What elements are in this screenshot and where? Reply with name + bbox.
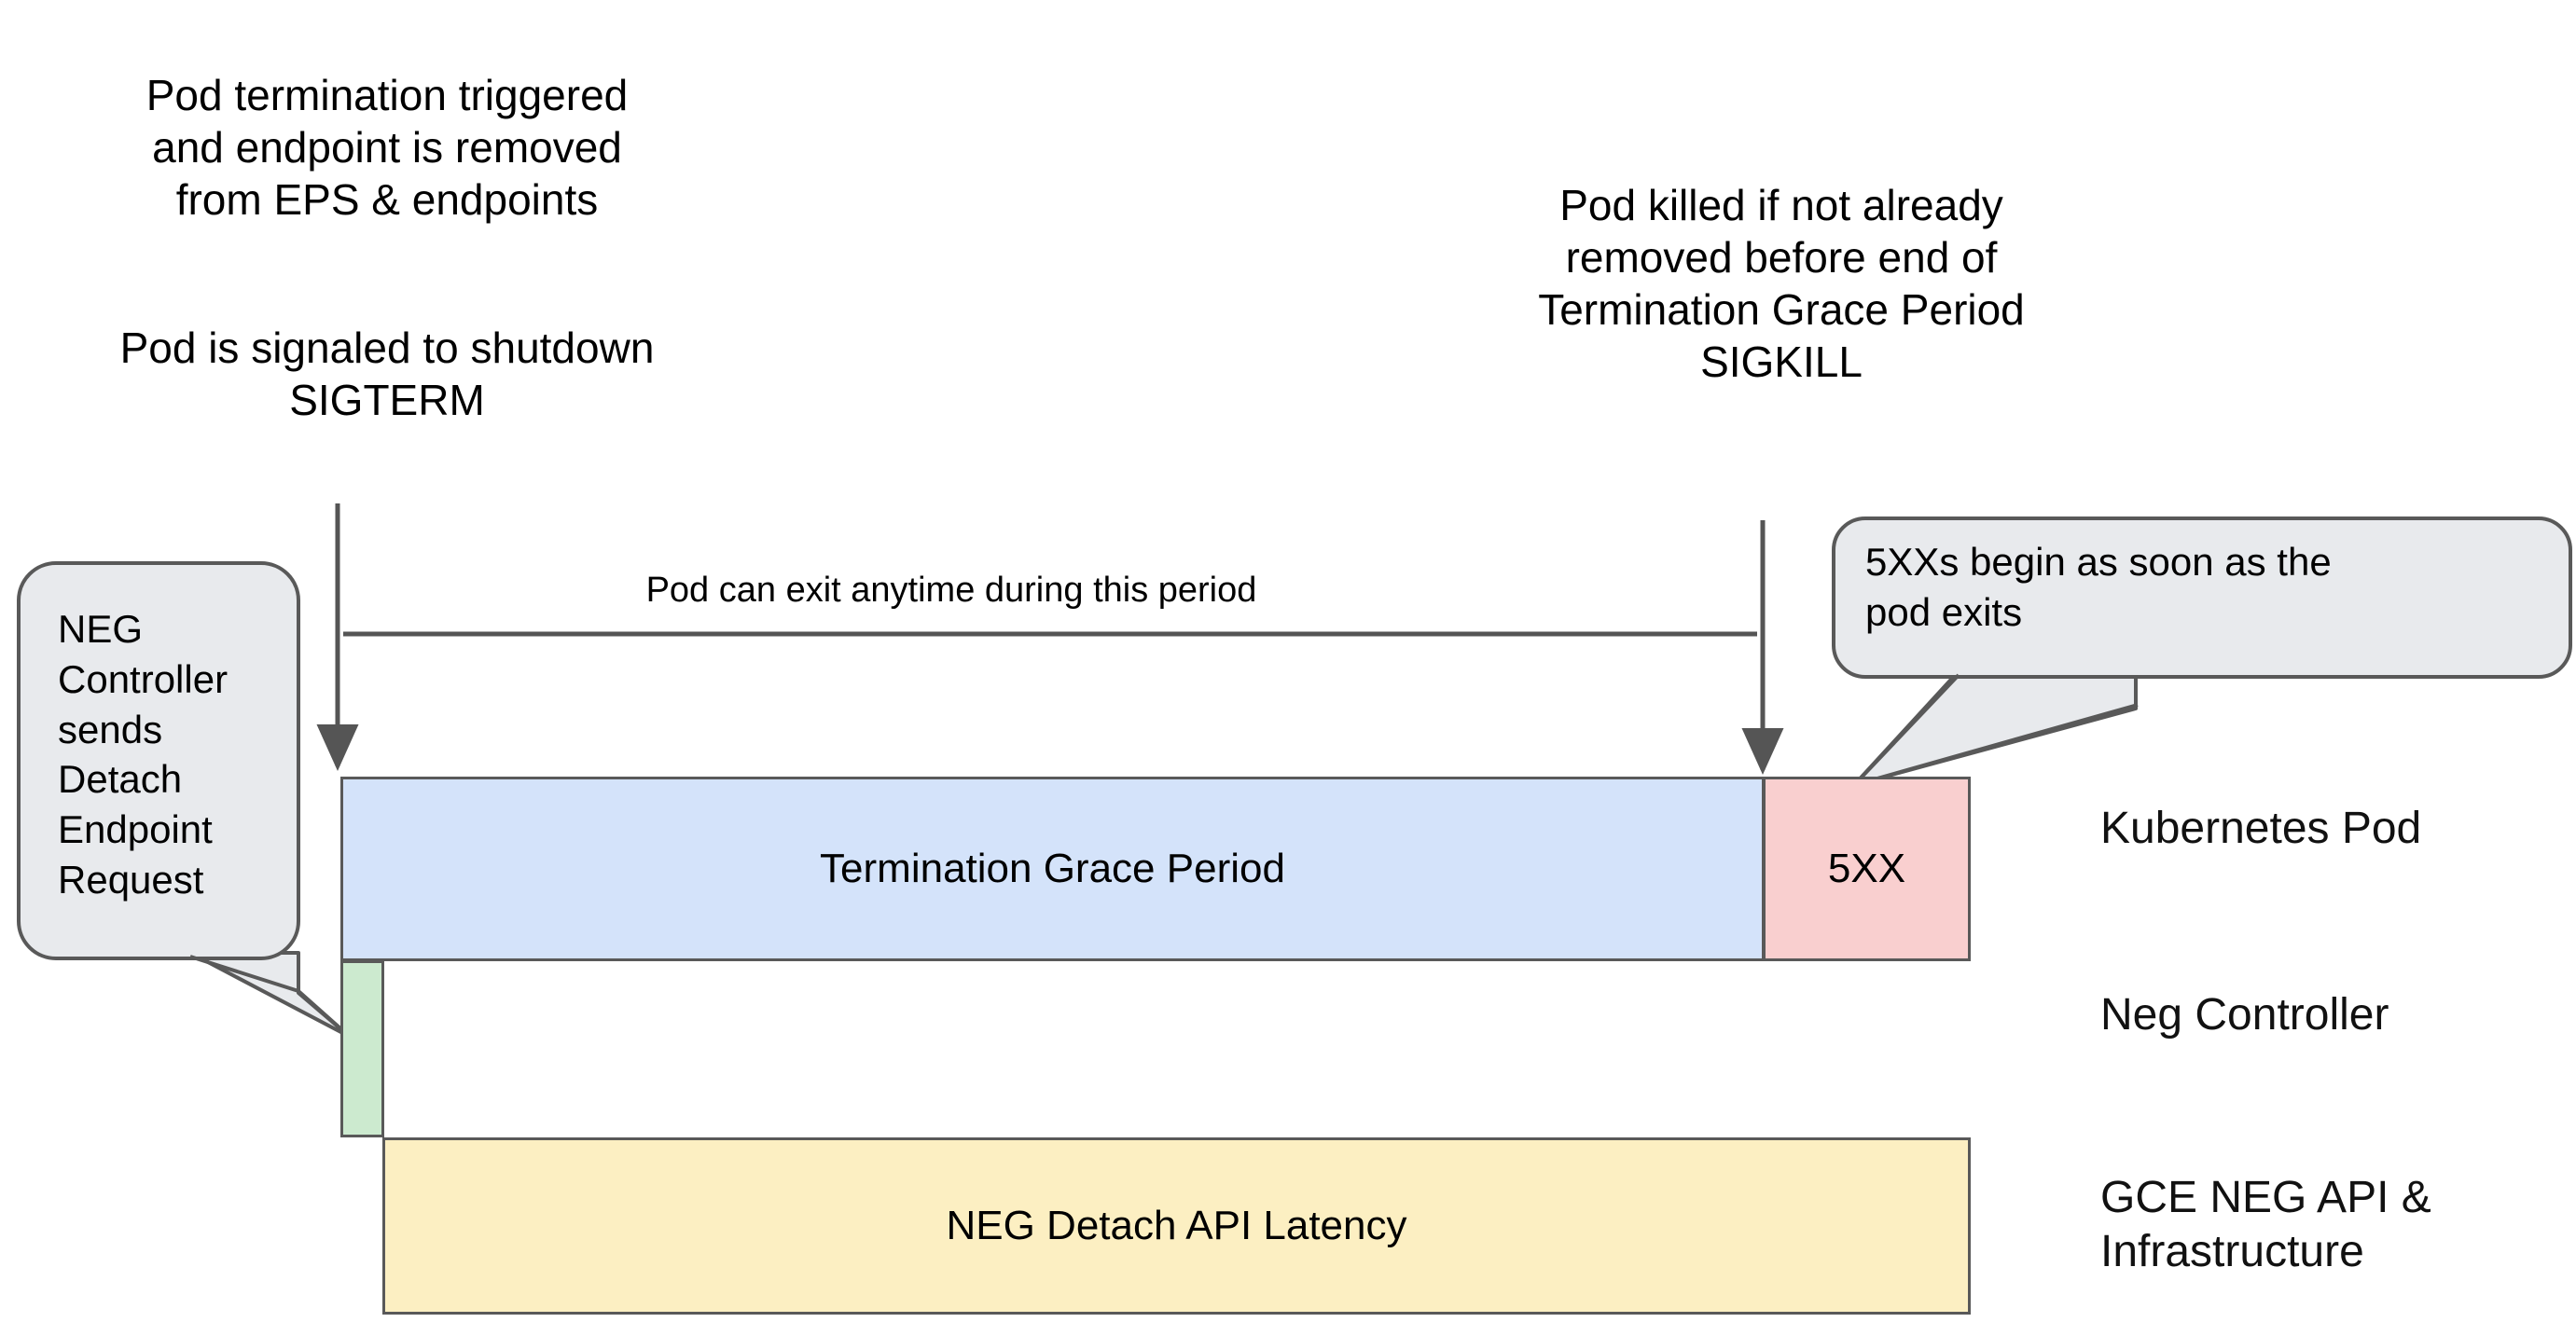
five-xx-callout-label: 5XXs begin as soon as the pod exits	[1865, 540, 2332, 634]
pod-exit-window-label: Pod can exit anytime during this period	[645, 571, 1257, 610]
annotation-pod-signaled-sigterm: Pod is signaled to shutdown SIGTERM	[119, 323, 655, 424]
annotation-top-left: Pod termination triggered and endpoint i…	[19, 17, 755, 478]
bar-termination-grace-period[interactable]: Termination Grace Period	[340, 777, 1765, 961]
lane-label-gce-neg-api: GCE NEG API & Infrastructure	[2100, 1173, 2431, 1276]
lane-label-neg-controller: Neg Controller	[2100, 990, 2389, 1040]
bar-neg-detach-request[interactable]	[340, 960, 384, 1137]
bar-five-xx[interactable]: 5XX	[1763, 777, 1971, 961]
annotation-pod-termination-triggered: Pod termination triggered and endpoint i…	[145, 71, 629, 225]
bar-termination-grace-period-label: Termination Grace Period	[820, 846, 1285, 891]
bar-neg-detach-api-latency-label: NEG Detach API Latency	[946, 1203, 1407, 1248]
annotation-top-right: Pod killed if not already removed before…	[1418, 127, 2145, 441]
neg-controller-callout-label: NEG Controller sends Detach Endpoint Req…	[58, 607, 229, 902]
annotation-pod-killed-sigkill: Pod killed if not already removed before…	[1538, 181, 2025, 387]
bar-neg-detach-api-latency[interactable]: NEG Detach API Latency	[382, 1137, 1971, 1315]
lane-label-kubernetes-pod: Kubernetes Pod	[2100, 804, 2422, 853]
bar-five-xx-label: 5XX	[1827, 846, 1906, 891]
